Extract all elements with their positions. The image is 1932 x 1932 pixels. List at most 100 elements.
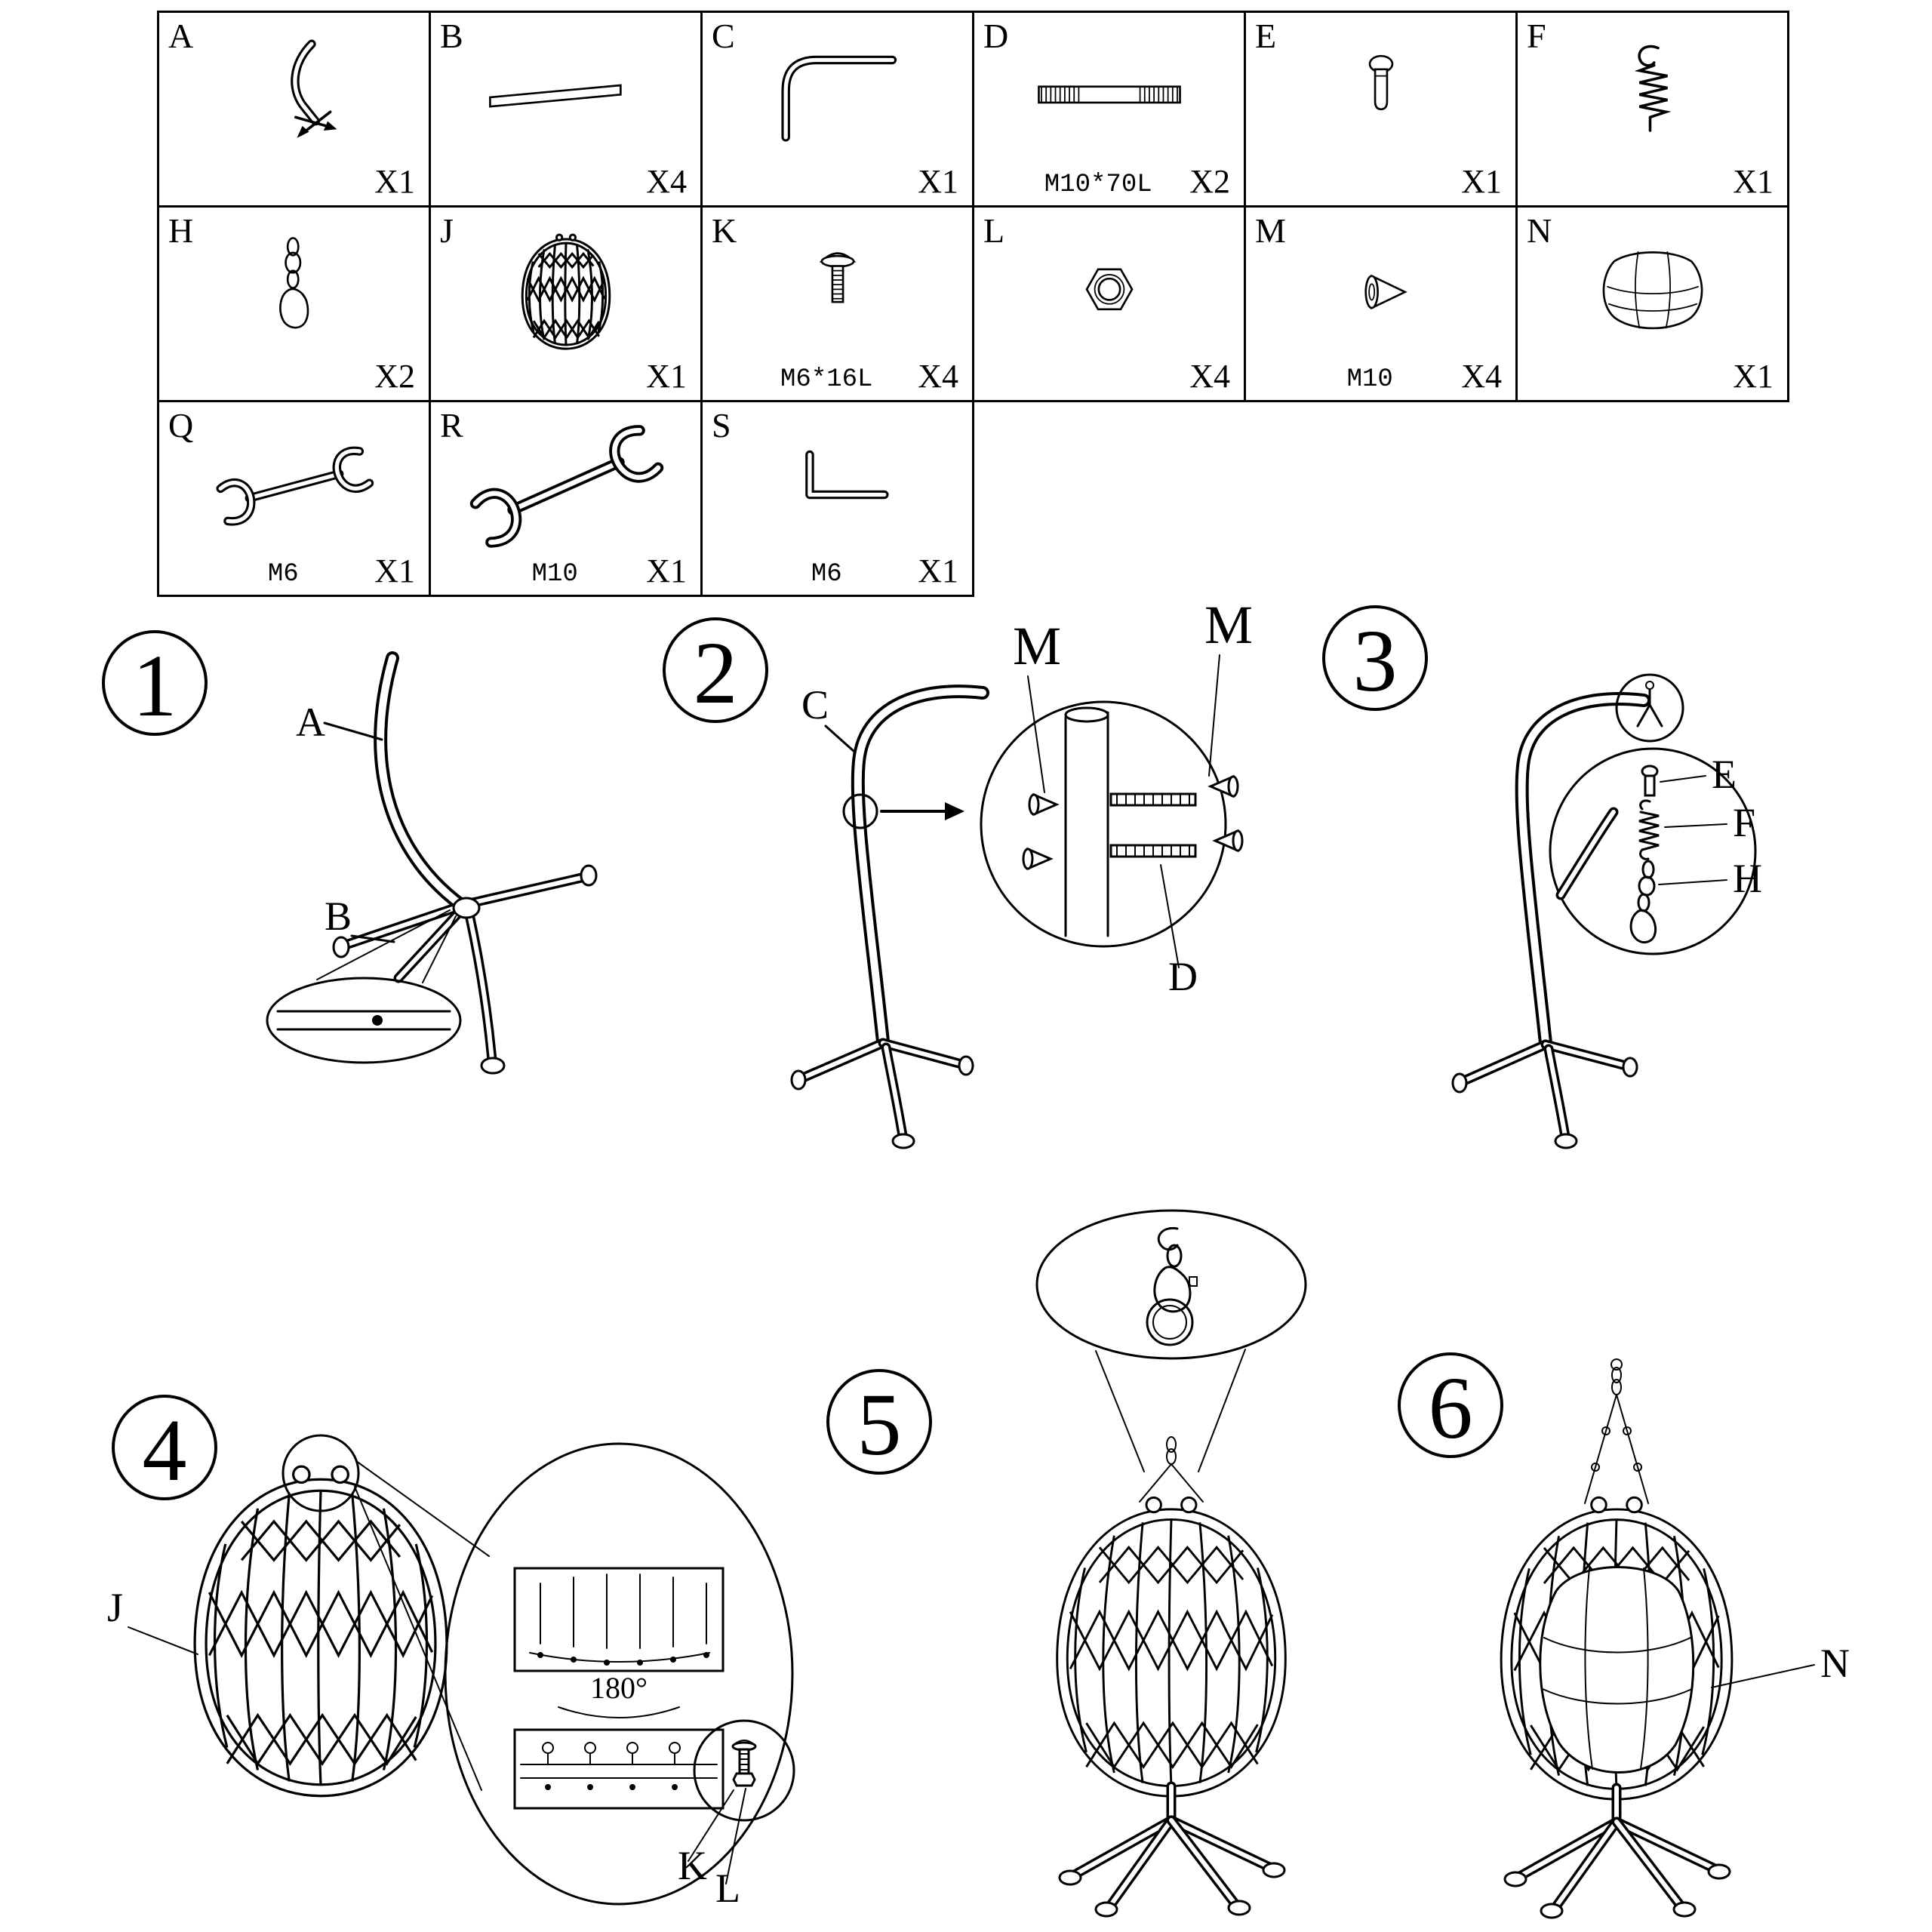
step4-label-K: K (678, 1843, 707, 1888)
part-id-label: R (440, 406, 463, 445)
part-cell-B: B X4 (429, 11, 703, 208)
assembly-steps-diagram: 1 A B (102, 604, 1850, 1932)
wrench-m6-icon (159, 413, 429, 558)
step2-label-D: D (1168, 954, 1198, 999)
cone-nut-icon (1246, 218, 1515, 364)
part-qty-label: X2 (374, 358, 415, 395)
part-qty-label: X4 (646, 163, 687, 200)
part-qty-label: X4 (1461, 358, 1502, 395)
step1-number-circle (102, 630, 208, 736)
part-cell-N: N X1 (1515, 205, 1789, 402)
step2-number-circle (663, 617, 768, 723)
step2-label-M2: M (1204, 604, 1253, 655)
part-spec-label: M10 (531, 560, 578, 589)
part-spec-label: M10 (1346, 365, 1393, 394)
step6-label-N: N (1820, 1641, 1850, 1686)
spring-icon (1518, 23, 1787, 169)
part-id-label: J (440, 211, 454, 250)
step2-label-M1: M (1013, 616, 1061, 676)
step-4: 4 J 180° (107, 1395, 795, 1911)
part-qty-label: X1 (1461, 163, 1502, 200)
part-qty-label: X1 (1733, 163, 1774, 200)
part-id-label: S (712, 406, 731, 445)
step2-illustration (790, 685, 989, 1149)
step5-detail-ellipse (1035, 1209, 1307, 1360)
lock-pin-icon (1246, 23, 1515, 169)
part-cell-F: F X1 (1515, 11, 1789, 208)
step2-number: 2 (694, 623, 738, 722)
step5-number: 5 (857, 1375, 902, 1474)
part-qty-label: X1 (1733, 358, 1774, 395)
part-id-label: F (1527, 17, 1546, 55)
step4-illustration (194, 1434, 490, 1797)
step3-label-F: F (1733, 800, 1755, 845)
step2-detail-circle (980, 700, 1244, 948)
egg-chair-basket-icon (431, 218, 700, 364)
parts-row-1: A X1 B (157, 11, 1789, 208)
part-id-label: L (983, 211, 1005, 250)
part-spec-label: M10*70L (1044, 171, 1152, 199)
step3-detail-circle (1549, 747, 1757, 955)
step1-detail-ellipse (266, 909, 462, 1064)
step3-label-H: H (1733, 856, 1762, 901)
step3-number-circle (1322, 605, 1428, 711)
part-spec-label: M6 (267, 560, 299, 589)
part-qty-label: X1 (374, 163, 415, 200)
part-id-label: E (1255, 17, 1277, 55)
step1-label-B: B (325, 894, 352, 939)
allen-key-icon (703, 413, 972, 558)
part-qty-label: X4 (918, 358, 958, 395)
curved-upright-pole-icon (703, 23, 972, 169)
step4-detail-ellipse: 180° (444, 1442, 795, 1906)
cushion-icon (1518, 218, 1787, 364)
parts-table: A X1 B (157, 11, 1789, 597)
step1-label-A: A (296, 700, 325, 745)
step6-illustration (1501, 1358, 1732, 1918)
step3-label-E: E (1712, 752, 1737, 797)
part-qty-label: X1 (918, 552, 958, 589)
part-cell-D: D M10*70L X2 (972, 11, 1246, 208)
part-id-label: N (1527, 211, 1552, 250)
step4-number: 4 (143, 1401, 187, 1500)
step4-label-J: J (107, 1585, 123, 1630)
part-qty-label: X1 (918, 163, 958, 200)
part-qty-label: X1 (374, 552, 415, 589)
part-spec-label: M6 (811, 560, 842, 589)
crossbar-icon (431, 23, 700, 169)
step6-number-circle (1398, 1352, 1503, 1458)
part-cell-L: L X4 (972, 205, 1246, 402)
part-cell-K: K M6*16L X4 (700, 205, 974, 402)
step-1: 1 A B (102, 630, 598, 1075)
part-cell-C: C X1 (700, 11, 974, 208)
screw-icon (703, 218, 972, 364)
step-3: 3 (1322, 605, 1762, 1149)
part-id-label: D (983, 17, 1009, 55)
parts-row-3: Q M6 X1 R (157, 400, 1789, 597)
step6-number: 6 (1429, 1358, 1473, 1457)
part-cell-E: E X1 (1244, 11, 1518, 208)
step5-number-circle (826, 1369, 932, 1475)
part-spec-label: M6*16L (780, 365, 873, 394)
part-id-label: C (712, 17, 735, 55)
step3-illustration (1451, 673, 1684, 1149)
part-cell-M: M M10 X4 (1244, 205, 1518, 402)
step-5: 5 (826, 1209, 1307, 1916)
curved-hook-pole-icon (159, 23, 429, 169)
step2-label-C: C (801, 682, 829, 728)
step4-angle-label: 180° (590, 1671, 648, 1705)
step3-number: 3 (1353, 611, 1398, 710)
parts-row-2: H X2 J (157, 205, 1789, 402)
hex-nut-icon (974, 218, 1244, 364)
part-id-label: A (168, 17, 194, 55)
wrench-m10-icon (431, 413, 700, 558)
part-id-label: H (168, 211, 194, 250)
step-6: 6 N (1398, 1352, 1850, 1918)
chain-icon (159, 218, 429, 364)
step5-illustration (1057, 1436, 1286, 1916)
threaded-rod-icon (974, 23, 1244, 169)
part-cell-A: A X1 (157, 11, 431, 208)
part-qty-label: X1 (646, 358, 687, 395)
step4-number-circle (112, 1395, 217, 1500)
part-qty-label: X4 (1189, 358, 1230, 395)
